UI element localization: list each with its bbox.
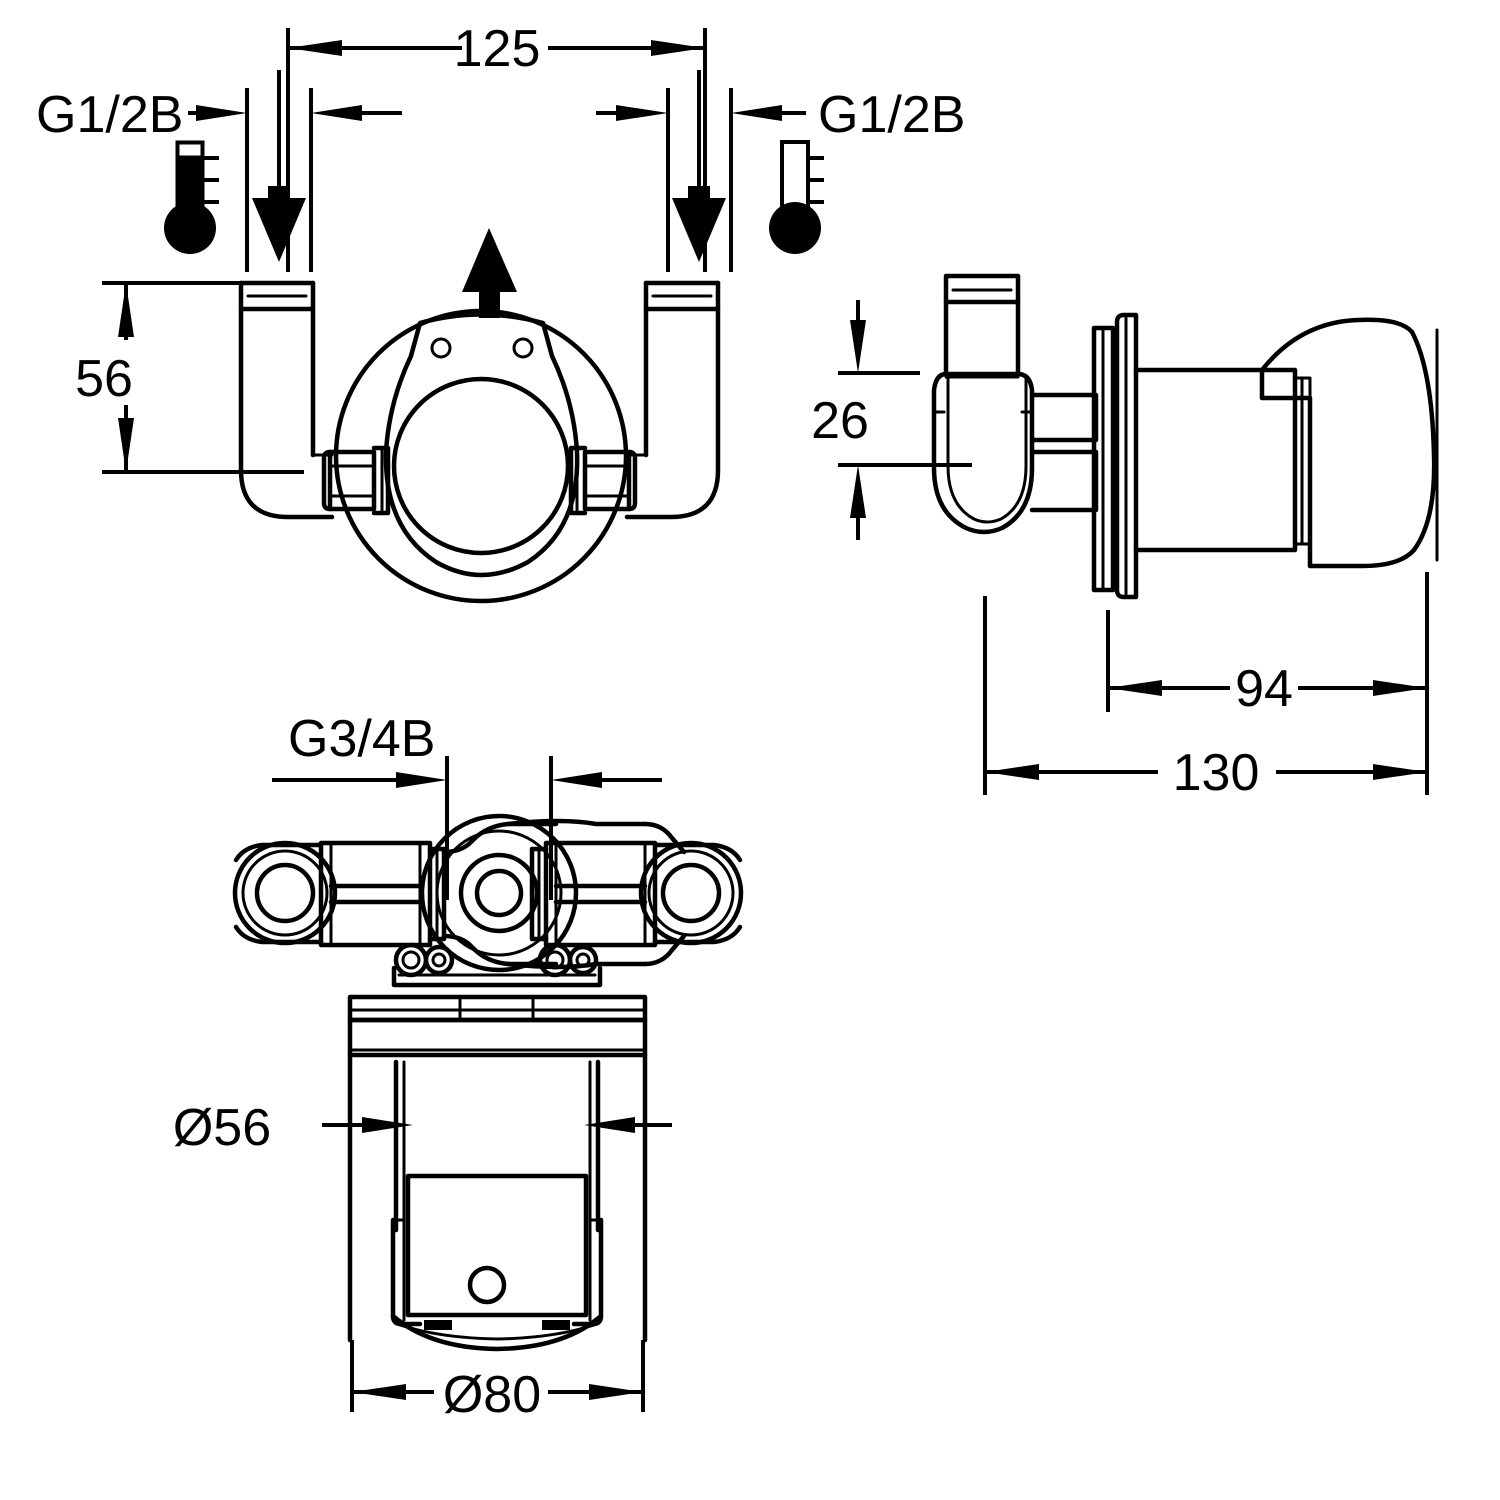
dimension-label-125: 125 xyxy=(454,20,541,78)
dimension-dia56-group: Ø56 xyxy=(173,1099,672,1157)
arrow-head-top-26 xyxy=(850,320,866,373)
dimension-label-130: 130 xyxy=(1173,744,1260,802)
arrow-head-pipe-left-inner xyxy=(311,105,362,121)
arrow-head-g34-right xyxy=(551,772,602,788)
arrow-head-left-94 xyxy=(1108,680,1162,696)
arrow-head-bottom-26 xyxy=(850,465,866,518)
thread-left-group: G1/2B xyxy=(36,86,402,272)
thermometer-empty-icon xyxy=(769,140,824,254)
dimension-dia80-group: Ø80 xyxy=(350,1340,645,1424)
arrow-down-icon-right xyxy=(672,70,726,262)
dimension-label-26: 26 xyxy=(811,392,869,450)
thermometer-filled-icon xyxy=(164,140,219,254)
side-elevation-view xyxy=(931,273,1439,600)
arrow-head-thread-right xyxy=(731,105,782,121)
arrow-head-thread-left xyxy=(196,105,247,121)
arrow-head-dia56-right xyxy=(584,1117,635,1133)
top-plan-view xyxy=(232,813,744,1352)
dimension-56-group: 56 xyxy=(75,281,304,474)
arrow-head-g34-left xyxy=(396,772,447,788)
arrow-head-dia80-right xyxy=(589,1384,643,1400)
arrow-head-bottom-56 xyxy=(118,418,134,472)
thread-label-left: G1/2B xyxy=(36,86,183,144)
thread-label-right: G1/2B xyxy=(818,86,965,144)
front-elevation-view xyxy=(238,280,721,604)
arrow-head-left-125 xyxy=(288,40,342,56)
dimension-label-56: 56 xyxy=(75,350,133,408)
dimension-label-dia80: Ø80 xyxy=(443,1366,541,1424)
arrow-up-icon-outlet xyxy=(462,228,517,318)
dimension-label-94: 94 xyxy=(1235,660,1293,718)
thread-label-center: G3/4B xyxy=(288,710,435,768)
dimension-130-group: 130 xyxy=(983,596,1429,802)
arrow-head-dia80-left xyxy=(352,1384,406,1400)
dimension-26-group: 26 xyxy=(811,300,972,540)
arrow-head-left-130 xyxy=(985,764,1039,780)
thread-center-group: G3/4B xyxy=(272,710,662,900)
arrow-head-right-130 xyxy=(1373,764,1427,780)
dimension-94-group: 94 xyxy=(1106,572,1429,718)
arrow-head-right-94 xyxy=(1373,680,1427,696)
arrow-head-dia56-left xyxy=(362,1117,413,1133)
thread-right-group: G1/2B xyxy=(596,86,965,272)
dimension-125-group: 125 xyxy=(286,20,707,272)
arrow-down-icon-left xyxy=(252,70,306,262)
dimension-label-dia56: Ø56 xyxy=(173,1099,271,1157)
arrow-head-right-125 xyxy=(651,40,705,56)
arrow-head-pipe-right-inner xyxy=(616,105,668,121)
arrow-head-top-56 xyxy=(118,283,134,337)
